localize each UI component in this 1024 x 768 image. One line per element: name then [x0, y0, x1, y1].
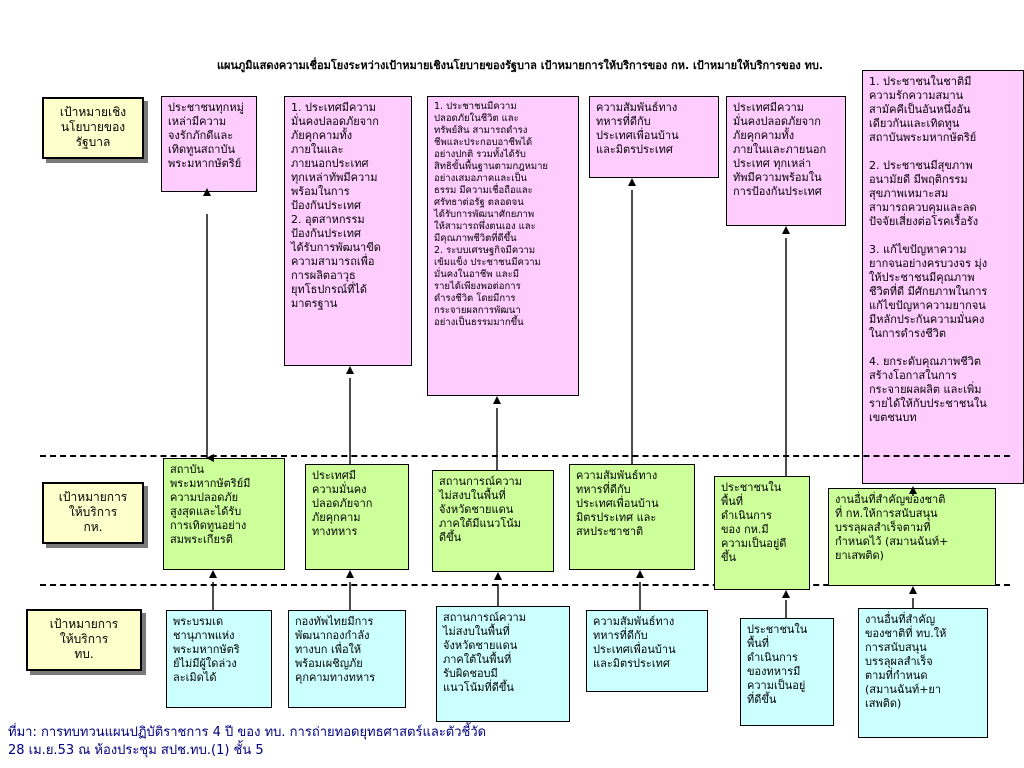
arrowhead-gov2 [346, 366, 354, 374]
arrowhead-gov1 [203, 188, 211, 196]
arrowhead-mod4 [636, 570, 644, 578]
chart-title: แผนภูมิแสดงความเชื่อมโยงระหว่างเป้าหมายเ… [216, 59, 824, 72]
mod-goal-1: สถาบัน พระมหากษัตริย์มี ความปลอดภัย สูงส… [163, 458, 285, 570]
army-goal-3: สถานการณ์ความ ไม่สงบในพื้นที่ จังหวัดชาย… [436, 606, 570, 722]
row-label-army: เป้าหมายการ ให้บริการ ทบ. [26, 609, 142, 671]
mod-goal-6: งานอื่นที่สำคัญของชาติ ที่ กห.ให้การสนับ… [828, 488, 996, 586]
arrowhead-mod1 [209, 570, 217, 578]
row-label-government: เป้าหมายเชิง นโยบายของ รัฐบาล [42, 97, 144, 159]
army-goal-5: ประชาชนใน พื้นที่ ดำเนินการ ของทหารมี คว… [740, 618, 834, 726]
arrowhead-mod6 [909, 586, 917, 594]
arrowhead-gov3 [493, 396, 501, 404]
government-goal-1: ประชาชนทุกหมู่ เหล่ามีความ จงรักภักดีและ… [161, 96, 257, 192]
mod-goal-2: ประเทศมี ความมั่นคง ปลอดภัยจาก ภัยคุกคาม… [305, 464, 409, 570]
army-goal-1: พระบรมเด ชานุภาพแห่ง พระมหากษัตริ ย์ไม่ม… [166, 610, 272, 708]
arrowhead-mod5 [782, 590, 790, 598]
army-goal-6: งานอื่นที่สำคัญ ของชาติที่ ทบ.ให้ การสนั… [858, 608, 988, 738]
arrowhead-gov6 [909, 486, 917, 494]
government-goal-2: 1. ประเทศมีความ มั่นคงปลอดภัยจาก ภัยคุกค… [284, 96, 412, 366]
mod-goal-4: ความสัมพันธ์ทาง ทหารที่ดีกับ ประเทศเพื่อ… [569, 464, 695, 570]
source-note: ที่มา: การทบทวนแผนปฏิบัติราชการ 4 ปี ของ… [8, 725, 487, 758]
arrowhead-mod3 [494, 572, 502, 580]
mod-goal-5: ประชาชนใน พื้นที่ ดำเนินการ ของ กห.มี คว… [714, 476, 810, 590]
arrowhead-gov4 [628, 178, 636, 186]
government-goal-5: ประเทศมีความ มั่นคงปลอดภัยจาก ภัยคุกคามท… [726, 96, 846, 226]
arrowhead-mod2 [346, 570, 354, 578]
separator-line-bottom [40, 584, 1010, 586]
mod-goal-3: สถานการณ์ความ ไม่สงบในพื้นที่ จังหวัดชาย… [432, 470, 554, 572]
government-goal-4: ความสัมพันธ์ทาง ทหารที่ดีกับ ประเทศเพื่อ… [589, 96, 719, 178]
separator-line-top [40, 455, 1010, 457]
government-goal-6: 1. ประชาชนในชาติมี ความรักความสมาน สามัค… [862, 70, 1024, 484]
army-goal-4: ความสัมพันธ์ทาง ทหารที่ดีกับ ประเทศเพื่อ… [586, 610, 708, 692]
arrowhead-gov5 [782, 226, 790, 234]
army-goal-2: กองทัพไทยมีการ พัฒนากองกำลัง ทางบก เพื่อ… [288, 610, 406, 708]
government-goal-3: 1. ประชาชนมีความ ปลอดภัยในชีวิต และ ทรัพ… [427, 96, 579, 396]
row-label-mod: เป้าหมายการ ให้บริการ กห. [42, 482, 144, 544]
